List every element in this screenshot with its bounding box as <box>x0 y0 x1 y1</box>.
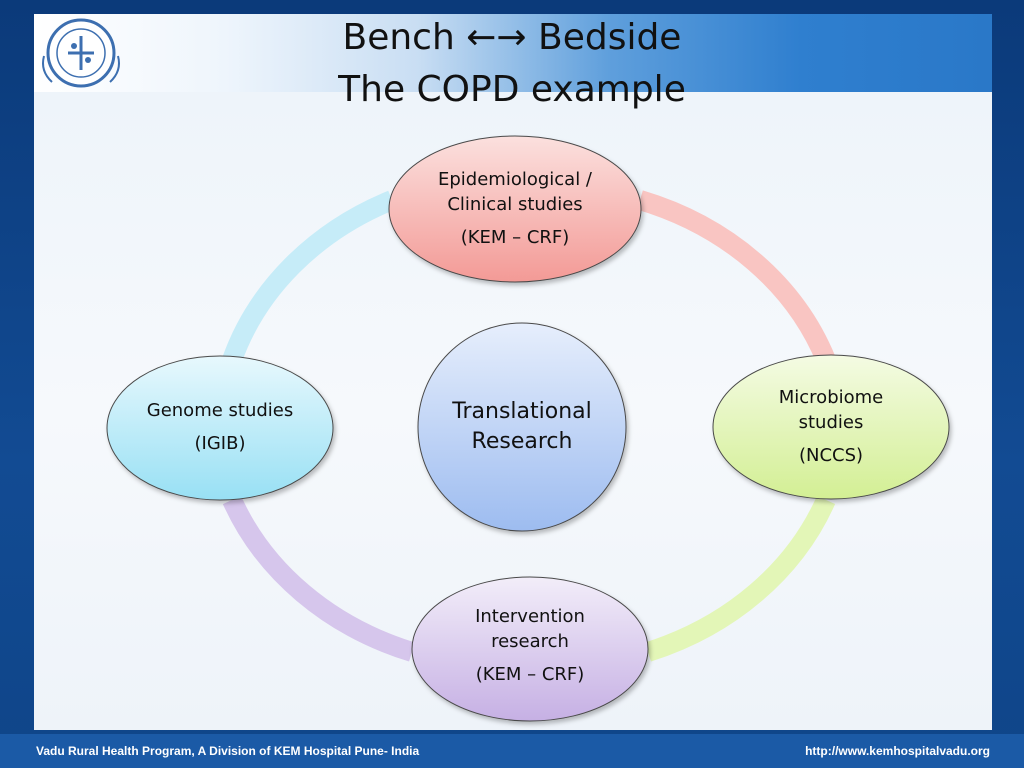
node-left-sub: (IGIB) <box>194 433 246 454</box>
footer-website-link[interactable]: http://www.kemhospitalvadu.org <box>805 744 990 758</box>
node-center-text: Translational Research <box>422 397 622 457</box>
ring-arc-left-top <box>222 190 396 364</box>
node-center-line-1: Translational <box>452 399 592 424</box>
title-line-1: Bench ←→ Bedside <box>342 17 682 58</box>
node-left-text: Genome studies (IGIB) <box>112 398 328 456</box>
ring-arc-top-right <box>637 190 836 364</box>
node-left <box>106 355 334 501</box>
node-bottom <box>411 576 649 722</box>
footer-bar <box>0 734 1024 768</box>
node-bottom-line-1: Intervention <box>475 606 585 627</box>
node-right-sub: (NCCS) <box>798 445 864 466</box>
node-bottom-text: Intervention research (KEM – CRF) <box>420 604 640 687</box>
node-right-line-1: Microbiome <box>778 387 884 408</box>
node-right-line-2: studies <box>798 412 864 433</box>
node-top-line-1: Epidemiological / <box>437 169 592 190</box>
node-bottom-sub: (KEM – CRF) <box>475 664 585 685</box>
node-top-text: Epidemiological / Clinical studies (KEM … <box>400 167 630 250</box>
node-left-line-1: Genome studies <box>146 400 294 421</box>
footer-program-text: Vadu Rural Health Program, A Division of… <box>36 744 420 758</box>
node-center <box>417 322 627 532</box>
page-title: Bench ←→ Bedside The COPD example <box>200 12 824 116</box>
node-right-text: Microbiome studies (NCCS) <box>721 385 941 468</box>
node-bottom-line-2: research <box>491 631 569 652</box>
node-top <box>388 135 642 283</box>
node-right <box>712 354 950 500</box>
node-top-sub: (KEM – CRF) <box>460 227 570 248</box>
ring-arc-bottom-left <box>222 495 415 662</box>
title-line-2: The COPD example <box>338 69 686 110</box>
hospital-logo <box>42 18 120 88</box>
node-center-line-2: Research <box>471 429 573 454</box>
ring-arc-right-bottom <box>644 495 836 662</box>
node-top-line-2: Clinical studies <box>447 194 583 215</box>
header-band <box>34 14 992 92</box>
